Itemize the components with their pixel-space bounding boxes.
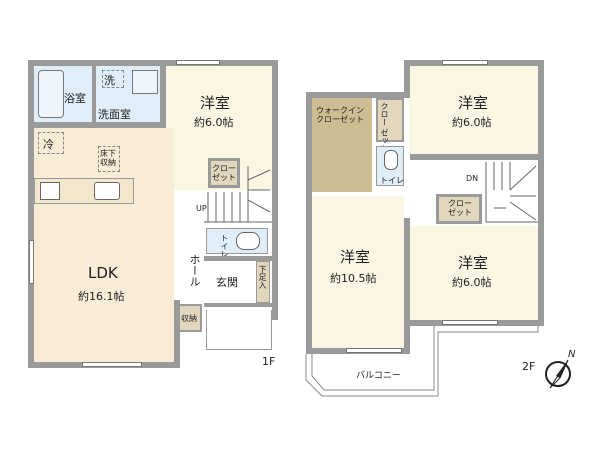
shoe-storage bbox=[256, 261, 270, 303]
wall bbox=[204, 303, 278, 307]
closet-2f-vertical bbox=[376, 98, 404, 142]
ldk-size: 約16.1帖 bbox=[78, 290, 125, 303]
up-label: UP bbox=[196, 204, 207, 213]
window bbox=[442, 60, 488, 65]
kitchen-sink-icon bbox=[94, 182, 120, 200]
wall bbox=[34, 122, 166, 128]
western-room-ne-size: 約6.0帖 bbox=[452, 116, 492, 129]
wall bbox=[306, 92, 410, 98]
western-room-se-size: 約6.0帖 bbox=[452, 276, 492, 289]
wall bbox=[92, 66, 96, 124]
wall bbox=[272, 60, 278, 210]
dn-label: DN bbox=[466, 174, 479, 183]
storage-1f bbox=[178, 304, 202, 332]
washer-label: 洗 bbox=[104, 74, 115, 87]
entrance bbox=[208, 261, 254, 305]
closet-1f bbox=[208, 158, 240, 188]
ldk bbox=[34, 128, 174, 362]
wall bbox=[410, 154, 544, 160]
wall bbox=[306, 92, 312, 354]
floor-2-label: 2F bbox=[522, 360, 536, 373]
fridge-label: 冷 bbox=[43, 138, 54, 151]
wall bbox=[174, 300, 180, 368]
wall bbox=[28, 60, 278, 66]
walk-in-closet bbox=[312, 98, 372, 192]
washer-box bbox=[102, 70, 124, 88]
balcony-label: バルコニー bbox=[356, 371, 401, 381]
western-room-1f-name: 洋室 bbox=[200, 94, 231, 112]
storage-1f-label: 収納 bbox=[181, 314, 197, 323]
underfloor-storage-box bbox=[98, 146, 120, 172]
compass-north-label: N bbox=[568, 349, 576, 360]
sink-icon bbox=[132, 70, 158, 94]
toilet-2f-label: トイレ bbox=[380, 176, 404, 185]
western-room-big-size: 約10.5帖 bbox=[330, 272, 377, 285]
porch bbox=[206, 310, 272, 350]
toilet-icon bbox=[384, 150, 398, 170]
window bbox=[82, 362, 142, 367]
window bbox=[346, 348, 402, 353]
wall bbox=[404, 218, 410, 354]
closet-2f bbox=[436, 194, 482, 224]
toilet-icon bbox=[236, 232, 260, 250]
western-room-se-name: 洋室 bbox=[458, 254, 489, 272]
fridge-box bbox=[38, 132, 64, 154]
wall bbox=[404, 60, 410, 98]
toilet-1f-label: トイレ bbox=[220, 234, 229, 258]
closet-2f-vertical-label: クロー ゼット bbox=[380, 102, 389, 153]
closet-2f-label: クロー ゼット bbox=[448, 199, 472, 217]
ldk-name: LDK bbox=[88, 264, 118, 282]
western-room-ne bbox=[410, 66, 538, 154]
window bbox=[29, 240, 34, 284]
compass-icon bbox=[545, 359, 571, 389]
stove-icon bbox=[40, 182, 60, 200]
closet-1f-label: クロー ゼット bbox=[212, 164, 236, 182]
bathtub-icon bbox=[38, 70, 64, 118]
western-room-1f-size: 約6.0帖 bbox=[194, 116, 234, 129]
washroom-label: 洗面室 bbox=[98, 108, 131, 121]
western-room-se bbox=[410, 226, 538, 320]
shoe-storage-label: 下足入 bbox=[258, 265, 267, 289]
wall bbox=[272, 210, 278, 320]
underfloor-storage-label: 床下 収納 bbox=[100, 149, 116, 167]
wall bbox=[204, 256, 274, 261]
wall bbox=[538, 60, 544, 326]
floor-1-label: 1F bbox=[262, 355, 276, 368]
wall bbox=[28, 60, 34, 368]
western-room-ne-name: 洋室 bbox=[458, 94, 489, 112]
western-room-big bbox=[312, 196, 404, 348]
walk-in-closet-label: ウォークイン クローゼット bbox=[316, 106, 364, 124]
hall-label: ホール bbox=[188, 254, 201, 287]
bath-label: 浴室 bbox=[64, 92, 86, 105]
window bbox=[176, 60, 220, 65]
entrance-label: 玄関 bbox=[216, 276, 238, 289]
window bbox=[442, 320, 498, 325]
compass: N bbox=[542, 349, 576, 392]
western-room-big-name: 洋室 bbox=[340, 248, 371, 266]
